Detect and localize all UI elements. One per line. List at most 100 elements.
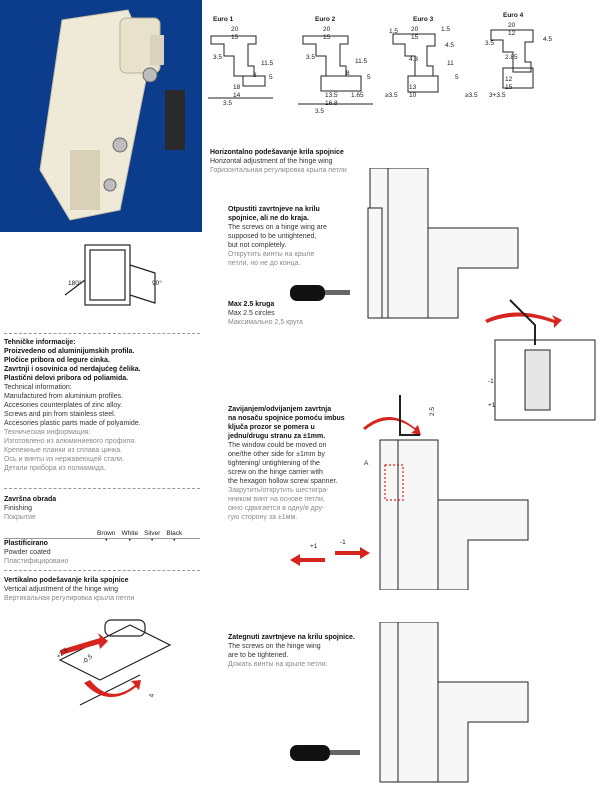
step3-en-4: the hexagon hollow screw spanner.	[228, 478, 338, 485]
dim-euro1-5: 5	[269, 74, 273, 81]
profile-euro3-label: Euro 3	[413, 16, 434, 23]
step3-a-label: A	[364, 460, 369, 467]
col-white: White	[121, 530, 139, 537]
finish-row-en: Powder coated	[4, 549, 51, 556]
screwdriver-2	[285, 730, 365, 775]
mark-silver: •	[151, 537, 154, 544]
hinge-photo-icon	[0, 0, 202, 232]
screwdriver-icon	[290, 285, 350, 301]
tech-ru-2: Крепежные планки из сплава цинка.	[4, 447, 123, 454]
step3-sr-0: Zavijanjem/odvijanjem zavrtnja	[228, 406, 332, 413]
mark-brown: •	[105, 537, 108, 544]
finish-en: Finishing	[4, 505, 33, 512]
step3-text: Zavijanjem/odvijanjem zavrtnja na nosaču…	[228, 405, 378, 522]
col-brown: Brown	[97, 530, 116, 537]
finish-sr: Završna obrada	[4, 496, 57, 503]
dim-euro1-14: 14	[233, 92, 241, 99]
dim-euro2-5: 5	[367, 74, 371, 81]
step1-ru-1: петли, но не до конца.	[228, 260, 301, 267]
dim-euro3-13: 13	[409, 84, 417, 91]
finish-row-sr: Plastificirano	[4, 540, 48, 547]
dim-euro2-8: 8	[346, 70, 350, 77]
dim-euro2-15: 15	[323, 34, 331, 41]
technical-info: Tehničke informacije: Proizvedeno od alu…	[4, 338, 194, 473]
step2-sr: Max 2.5 kruga	[228, 301, 275, 308]
dim-euro1-35: 3.5	[213, 54, 223, 61]
divider	[4, 570, 200, 571]
dim-euro4-12: 12	[508, 30, 516, 37]
angle-90-label: 90°	[152, 280, 162, 287]
step2-drawing: -1 +1	[480, 290, 604, 430]
step3-minus1-label: -1	[340, 539, 346, 546]
dim-euro2-35b: 3.5	[315, 108, 325, 115]
tech-sr-1: Proizvedeno od aluminijumskih profila.	[4, 348, 135, 355]
dim-euro2-168: 16.8	[325, 100, 338, 107]
step1-sr-0: Otpustiti zavrtnjeve na krilu	[228, 206, 320, 213]
screwdriver-1	[285, 270, 355, 315]
step3-en-1: one/the other side for ±1mm by	[228, 451, 325, 458]
step3-25-label: 2.5	[429, 406, 437, 417]
tech-ru-0: Техническая информация:	[4, 429, 91, 436]
finish-row-ru: Пластифицировано	[4, 558, 69, 565]
dim-euro3-20: 20	[411, 26, 419, 33]
dim-euro1-15: 15	[231, 34, 239, 41]
step3-plus1-label: +1	[310, 543, 318, 550]
hinge-vertical-icon	[58, 619, 172, 706]
tech-ru-3: Ось и винты из нержавеющей стали.	[4, 456, 125, 463]
step3-ru-1: нником винт на основе петли,	[228, 496, 325, 503]
vertical-adjust-drawing: +2.5 -0.5 4	[40, 610, 190, 720]
mark-black: •	[173, 537, 176, 544]
step1-en-2: but not completely.	[228, 242, 287, 249]
tech-en-0: Technical information:	[4, 384, 72, 391]
dim-euro4-15: 15	[505, 84, 513, 91]
mark-white: •	[128, 537, 131, 544]
screwdriver-icon	[290, 745, 360, 761]
vertical-4-label: 4	[148, 693, 156, 698]
step3-arrows: +1 -1	[285, 535, 375, 575]
dim-euro4-ge35: ≥3.5	[465, 92, 478, 99]
tech-en-4: Accesories plastic parts made of polyami…	[4, 420, 141, 427]
step1-ru-0: Открутить винты на крыле	[228, 251, 315, 258]
dim-euro3-5: 5	[455, 74, 459, 81]
step3-en-3: screw on the hinge carrier with	[228, 469, 323, 476]
dim-euro2-115: 11.5	[355, 58, 368, 65]
profile-euro1-label: Euro 1	[213, 16, 234, 23]
tech-sr-4: Plastični delovi pribora od poliamida.	[4, 375, 129, 382]
dim-euro4-285: 2.85	[505, 54, 518, 61]
dim-euro3-15: 1.5	[389, 28, 399, 35]
step1-sr-1: spojnice, ali ne do kraja.	[228, 215, 309, 222]
vertical-adjustment: Vertikalno podešavanje krila spojnice Ve…	[4, 576, 194, 603]
col-silver: Silver	[144, 530, 161, 537]
step3-ru-3: гую сторону за ±1мм.	[228, 514, 298, 521]
divider	[4, 488, 200, 489]
profile-euro2-label: Euro 2	[315, 16, 336, 23]
step3-sr-1: na nosaču spojnice pomoću imbus	[228, 415, 345, 422]
profile-euro4-label: Euro 4	[503, 12, 524, 19]
step1-en-1: supposed to be untightened,	[228, 233, 317, 240]
step3-sr-2: ključa prozor se pomera u	[228, 424, 315, 431]
step3-en-0: The window could be moved on	[228, 442, 327, 449]
step1-en-0: The screws on a hinge wing are	[228, 224, 327, 231]
dim-euro3-10: 10	[409, 92, 417, 99]
dim-euro4-45: 4.5	[543, 36, 553, 43]
horizontal-ru: Горизонтальная регулировка крыла петли	[210, 167, 347, 174]
step4-ru: Дожать винты на крыле петли.	[228, 661, 328, 668]
window-profile-icon	[367, 167, 519, 319]
horizontal-adjustment: Horizontalno podešavanje krila spojnice …	[210, 148, 410, 175]
vertical-sr: Vertikalno podešavanje krila spojnice	[4, 577, 129, 584]
step4-en-1: are to be tightened.	[228, 652, 289, 659]
hex-key-icon	[485, 299, 596, 421]
dim-euro4-12b: 12	[505, 76, 513, 83]
dim-euro1-20: 20	[231, 26, 239, 33]
dim-euro3-15b: 15	[411, 34, 419, 41]
tech-sr-2: Pločice pribora od legure cinka.	[4, 357, 110, 364]
horizontal-sr: Horizontalno podešavanje krila spojnice	[210, 149, 344, 156]
step4-drawing	[360, 621, 540, 787]
dim-euro3-45: 4.5	[445, 42, 455, 49]
dim-euro4-35: 3.5	[485, 40, 495, 47]
dim-euro3-15c: 1.5	[441, 26, 451, 33]
divider	[4, 333, 200, 334]
tech-ru-1: Изготовлено из алюминиевого профиля.	[4, 438, 137, 445]
dim-euro3-11: 11	[447, 60, 454, 67]
step2-plus-label: +1	[488, 402, 496, 409]
